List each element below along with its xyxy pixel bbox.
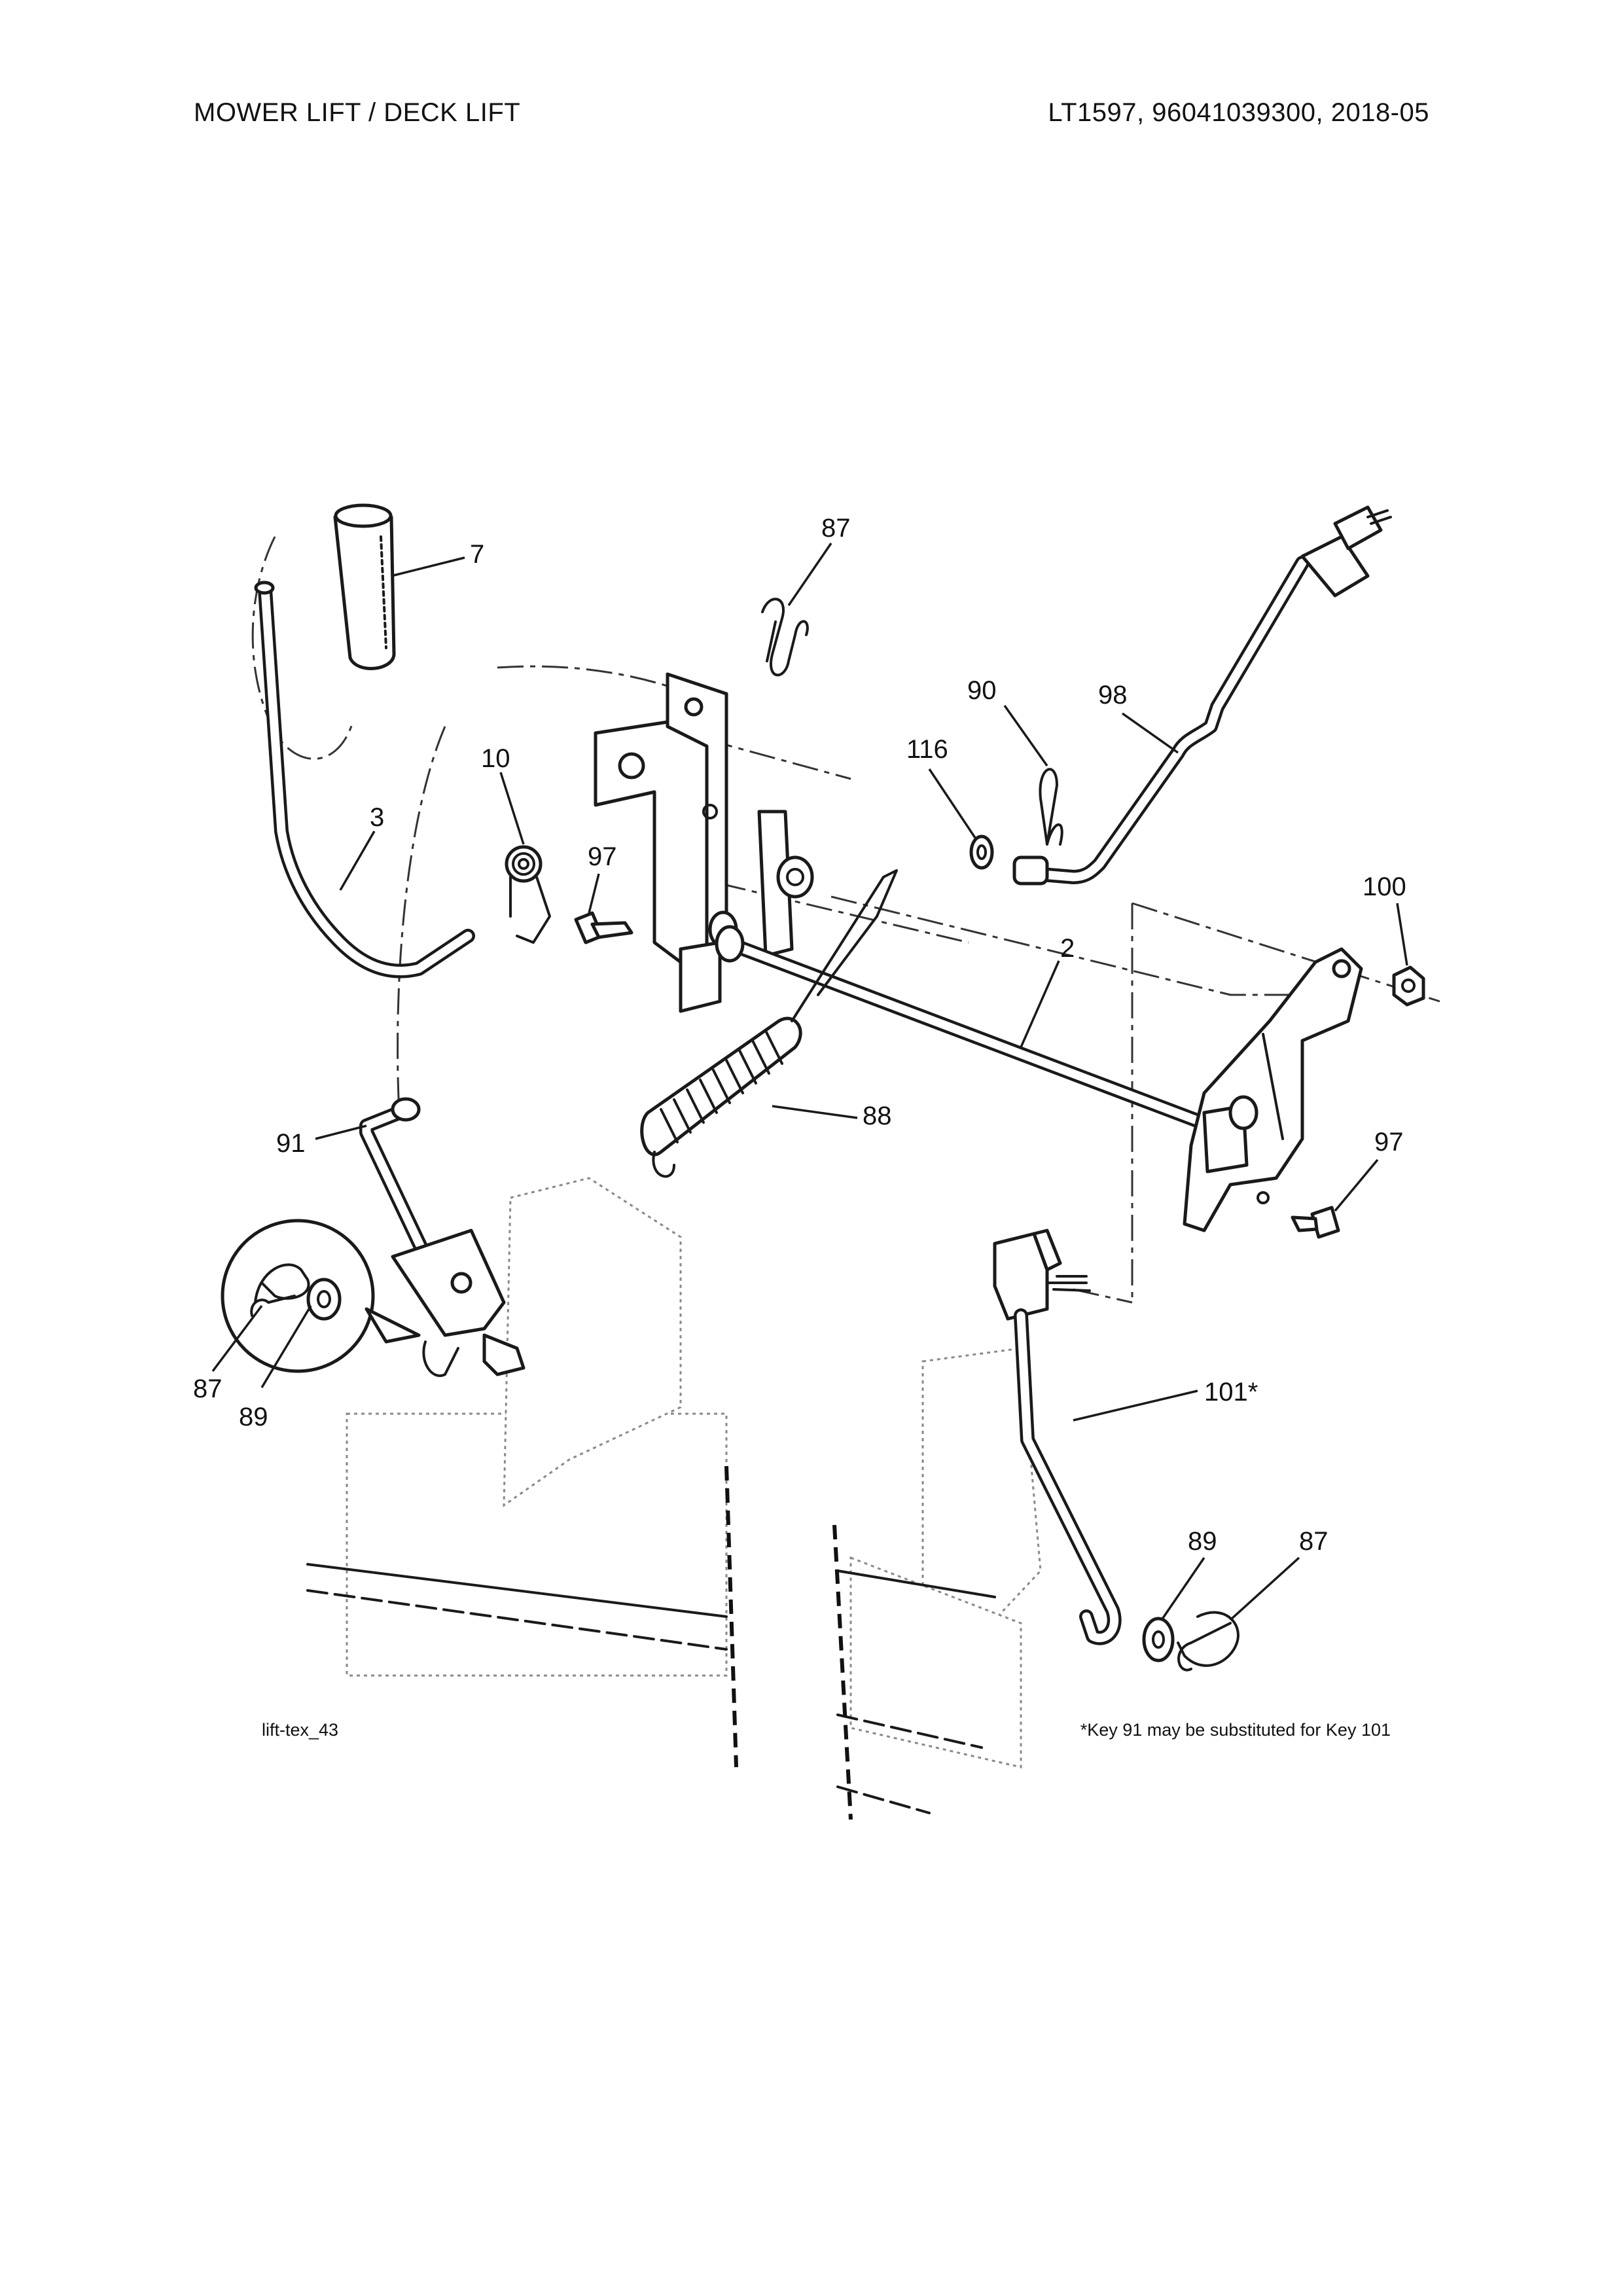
callout-97-left: 97 (588, 842, 617, 871)
callout-97-right: 97 (1374, 1128, 1404, 1157)
adjustment-rod-part-98 (1012, 505, 1392, 886)
callout-100: 100 (1363, 872, 1406, 901)
callout-10: 10 (481, 744, 510, 773)
hair-pin-clip-part-87-top (761, 598, 809, 677)
washer-part-89-bottom (1142, 1617, 1175, 1662)
callout-91: 91 (276, 1129, 306, 1158)
substitution-note: *Key 91 may be substituted for Key 101 (1080, 1720, 1391, 1740)
callout-101: 101* (1204, 1378, 1258, 1407)
hair-pin-clip-part-87-bottom (1177, 1611, 1240, 1672)
callout-labels: 7 87 90 98 116 10 3 97 100 2 88 91 97 87… (193, 514, 1406, 1556)
nut-part-100 (1392, 965, 1425, 1007)
hair-pin-clip-part-90 (1039, 768, 1063, 846)
callout-98: 98 (1098, 681, 1128, 709)
callout-87-bottom: 87 (1299, 1527, 1329, 1556)
callout-116: 116 (906, 735, 948, 764)
callout-90: 90 (967, 676, 997, 705)
page-title: MOWER LIFT / DECK LIFT (194, 98, 521, 127)
extension-spring-part-88 (640, 869, 898, 1178)
callout-88: 88 (863, 1102, 892, 1130)
figure-id: lift-tex_43 (262, 1720, 339, 1740)
callout-2: 2 (1060, 934, 1075, 963)
bolt-part-97-left (574, 911, 633, 944)
right-lift-arm (1183, 947, 1363, 1232)
torsion-spring-part-10 (505, 845, 551, 944)
callout-87-top: 87 (821, 514, 851, 543)
callout-87-detail: 87 (193, 1374, 223, 1403)
model-info: LT1597, 96041039300, 2018-05 (1048, 98, 1429, 127)
bolt-part-97-right (1291, 1206, 1340, 1239)
callout-3: 3 (370, 803, 384, 832)
deck-frame-ghost (306, 1177, 1042, 1820)
callout-7: 7 (470, 540, 484, 569)
washer-part-116 (969, 834, 994, 870)
lift-link-part-101 (993, 1229, 1122, 1645)
assembly-lines (251, 536, 1440, 1304)
leader-lines (211, 543, 1408, 1621)
detail-circle (221, 1219, 421, 1373)
callout-89-bottom: 89 (1188, 1527, 1217, 1556)
lift-mounting-bracket (594, 672, 814, 1013)
callout-89-detail: 89 (239, 1403, 268, 1431)
handle-grip-part-7 (333, 503, 396, 670)
lift-link-part-91 (359, 1097, 526, 1377)
lift-shaft-part-2 (715, 925, 1218, 1133)
lift-handle-part-3 (254, 581, 475, 978)
